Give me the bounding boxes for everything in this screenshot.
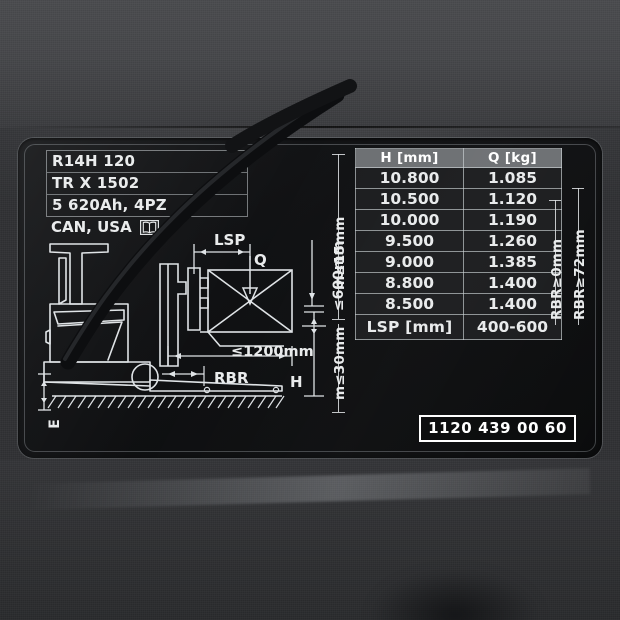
cell-q: 1.400 [463,293,562,315]
label-600mm: ≤600mm [331,240,348,312]
id-row-type: TR X 1502 [47,173,247,195]
dim-tick-m30-bottom [332,412,345,413]
label-e: E [46,419,63,429]
cell-h: 9.500 [355,230,464,252]
table-row-lsp: LSP [mm] 400-600 [355,314,562,340]
cell-q: 1.385 [463,251,562,273]
label-lsp: LSP [214,231,246,249]
cell-lsp-value: 400-600 [463,314,562,340]
cell-h: 10.000 [355,209,464,231]
cell-lsp-label: LSP [mm] [355,314,464,340]
cell-q: 1.400 [463,272,562,294]
table-row: 8.800 1.400 [355,272,562,294]
cell-h: 10.500 [355,188,464,210]
part-number-badge: 1120 439 00 60 [419,415,576,442]
body-seam-upper [0,126,620,128]
label-rbr-72mm: RBR≥72mm [572,229,588,320]
cell-h: 10.800 [355,167,464,189]
id-row-model: R14H 120 [47,151,247,173]
column-header-h: H [mm] [355,148,464,168]
cell-q: 1.085 [463,167,562,189]
cell-q: 1.190 [463,209,562,231]
capacity-table: H [mm] Q [kg] 10.800 1.085 10.500 1.120 … [355,148,562,340]
identification-box: R14H 120 TR X 1502 5 620Ah, 4PZ [46,150,248,217]
table-body: 10.800 1.085 10.500 1.120 10.000 1.190 9… [355,167,562,340]
table-row: 9.500 1.260 [355,230,562,252]
cell-h: 8.800 [355,272,464,294]
open-book-icon [139,219,159,235]
table-header-row: H [mm] Q [kg] [355,148,562,168]
cell-q: 1.120 [463,188,562,210]
dim-tick-rbr0 [549,200,561,201]
table-row: 10.500 1.120 [355,188,562,210]
cell-q: 1.260 [463,230,562,252]
label-q: Q [254,251,267,269]
column-header-q: Q [kg] [463,148,562,168]
cell-h: 8.500 [355,293,464,315]
dim-tick-m15-top [332,154,345,155]
label-1200mm: ≤1200mm [231,344,314,360]
label-h: H [290,373,303,391]
table-row: 9.000 1.385 [355,251,562,273]
truck-body-upper [0,0,620,128]
capacity-data-plate: R14H 120 TR X 1502 5 620Ah, 4PZ CAN, USA… [18,138,602,458]
table-row: 10.000 1.190 [355,209,562,231]
table-row: 10.800 1.085 [355,167,562,189]
dim-line-rbr0 [555,200,556,325]
table-row: 8.500 1.400 [355,293,562,315]
id-row-battery: 5 620Ah, 4PZ [52,196,167,214]
load-diagram [32,234,342,449]
label-rbr: RBR [214,369,249,387]
label-rbr-0mm: RBR≥0mm [549,238,565,320]
dim-tick-rbr72 [572,188,584,189]
cell-h: 9.000 [355,251,464,273]
dim-line-rbr72 [578,188,579,325]
